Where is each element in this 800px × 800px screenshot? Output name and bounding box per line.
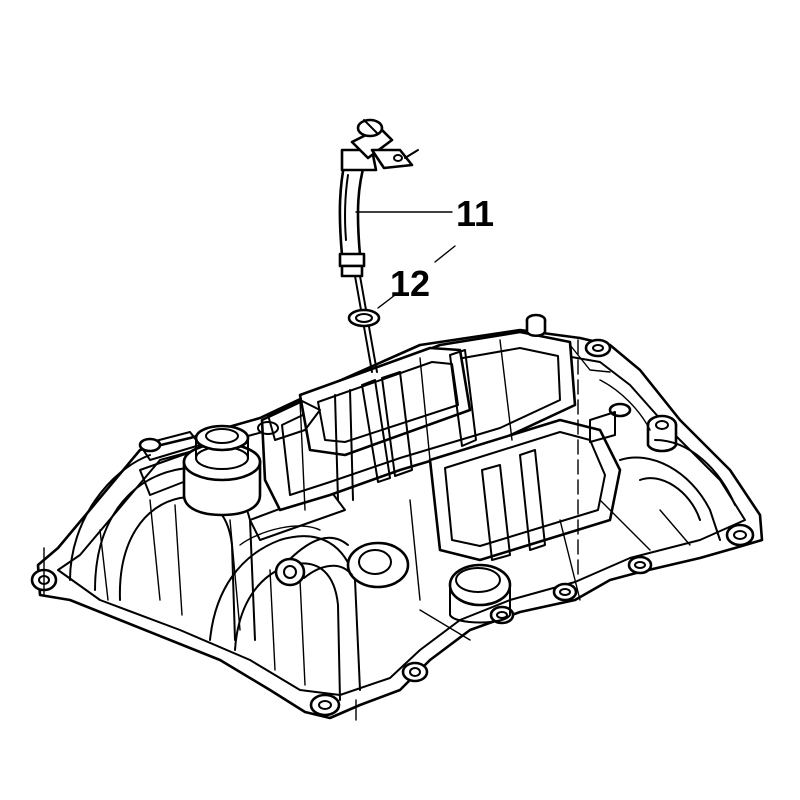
o-ring-seal [347, 308, 381, 328]
intake-manifold-cover [30, 313, 764, 720]
callout-11-label: 11 [456, 193, 494, 234]
alignment-lines [43, 339, 579, 721]
callout-12-leader-b [434, 245, 456, 263]
callout-12-label: 12 [390, 263, 430, 304]
callout-12: 12 [377, 245, 456, 309]
breather-hose [338, 118, 419, 373]
callout-12-leader-a [377, 294, 396, 309]
callout-11: 11 [355, 193, 494, 234]
